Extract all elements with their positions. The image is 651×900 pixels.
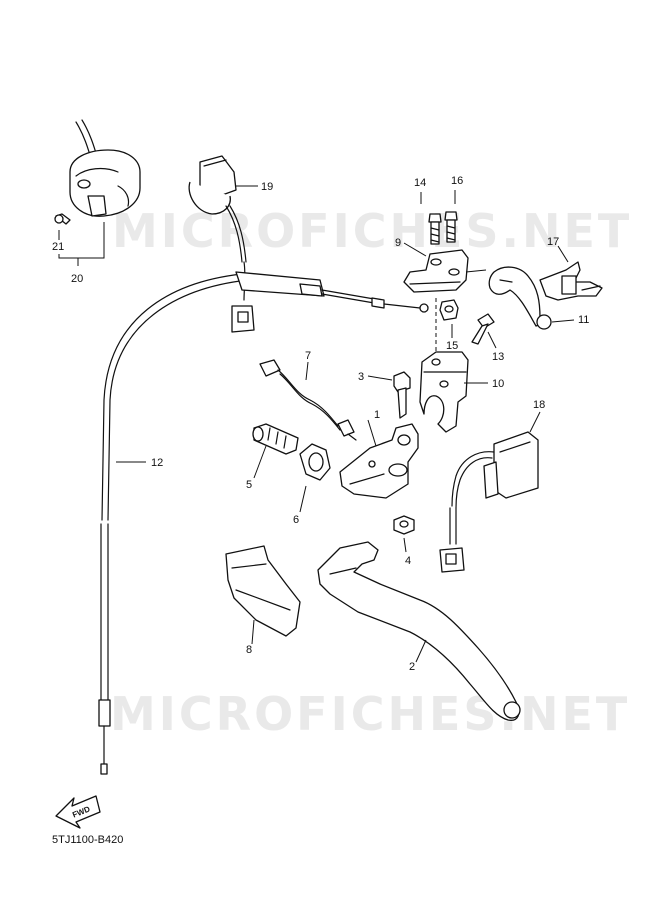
callout-17: 17 xyxy=(547,236,559,248)
callout-6: 6 xyxy=(293,514,299,526)
lever-part-11 xyxy=(488,266,552,330)
callout-5: 5 xyxy=(246,479,252,491)
locknut-part-6 xyxy=(299,443,331,481)
callout-14: 14 xyxy=(414,177,426,189)
callout-10: 10 xyxy=(492,378,504,390)
callout-18: 18 xyxy=(533,399,545,411)
bolt-part-16 xyxy=(444,211,458,243)
guard-part-8 xyxy=(225,545,301,637)
bolt-part-13 xyxy=(471,313,495,345)
nut-part-4 xyxy=(393,515,415,535)
callout-16: 16 xyxy=(451,175,463,187)
callout-19: 19 xyxy=(261,181,273,193)
callout-11: 11 xyxy=(578,314,589,326)
screw-part-21 xyxy=(54,213,71,225)
switch-part-18 xyxy=(439,431,539,573)
callout-7: 7 xyxy=(305,350,311,362)
fwd-arrow: FWD xyxy=(55,795,101,829)
clamp-lower-part-10 xyxy=(419,351,469,433)
callout-21: 21 xyxy=(52,241,64,253)
lever-bracket-part-1 xyxy=(339,423,419,499)
switch-housing-part-20 xyxy=(69,119,141,217)
callout-13: 13 xyxy=(492,351,504,363)
diagram-code: 5TJ1100-B420 xyxy=(52,834,124,846)
clutch-lever-part-2 xyxy=(317,541,521,721)
callout-20: 20 xyxy=(71,273,83,285)
bolt-part-14 xyxy=(428,213,442,245)
cable-part-12 xyxy=(98,271,429,775)
callout-8: 8 xyxy=(246,644,252,656)
bolt-part-3 xyxy=(393,371,411,419)
callout-9: 9 xyxy=(395,237,401,249)
watermark-bottom: MICROFICHES.NET xyxy=(110,687,631,741)
adjuster-part-5 xyxy=(252,423,299,455)
switch-part-19 xyxy=(188,155,255,333)
callout-15: 15 xyxy=(446,340,458,352)
callout-1: 1 xyxy=(374,409,380,421)
callout-3: 3 xyxy=(358,371,364,383)
bracket-part-17 xyxy=(539,261,603,301)
callout-4: 4 xyxy=(405,555,411,567)
switch-wire-part-7 xyxy=(259,359,357,441)
callout-2: 2 xyxy=(409,661,415,673)
callout-12: 12 xyxy=(151,457,163,469)
clamp-upper-part-9 xyxy=(403,249,469,293)
watermark-top: MICROFICHES.NET xyxy=(112,204,633,258)
nut-part-15 xyxy=(439,299,459,321)
